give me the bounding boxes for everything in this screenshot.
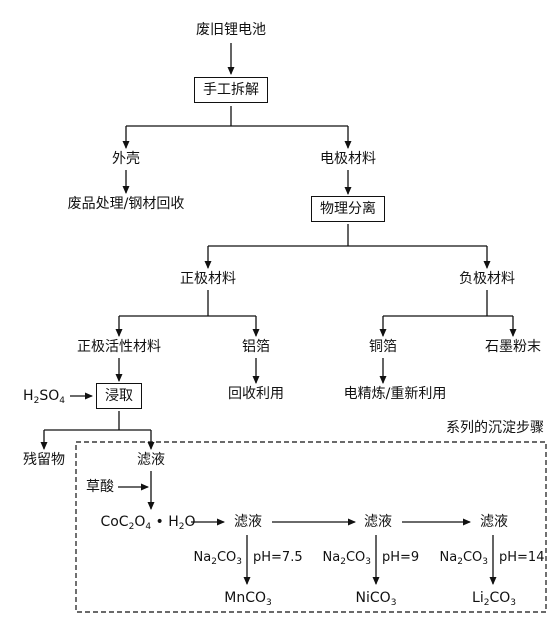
reagent-oxalic-acid: 草酸 xyxy=(86,479,114,495)
node-graphite-powder: 石墨粉末 xyxy=(485,339,541,355)
node-electro-refine: 电精炼/重新利用 xyxy=(343,386,447,402)
node-shell: 外壳 xyxy=(112,151,140,167)
node-electrode-material: 电极材料 xyxy=(320,151,376,167)
node-cathode-material: 正极材料 xyxy=(180,271,236,287)
node-residue: 残留物 xyxy=(23,452,65,468)
reagent-na2co3-mn: Na2CO3 xyxy=(193,550,242,567)
product-li2co3: Li2CO3 xyxy=(472,590,516,608)
node-filtrate-4: 滤液 xyxy=(480,514,508,530)
condition-ph-li: pH=14 xyxy=(499,550,545,565)
precipitation-region-border xyxy=(75,441,547,613)
reagent-na2co3-li: Na2CO3 xyxy=(439,550,488,567)
node-waste-treatment: 废品处理/钢材回收 xyxy=(67,196,185,212)
box-manual-dismantle: 手工拆解 xyxy=(194,77,268,103)
box-leach: 浸取 xyxy=(96,383,142,409)
node-recycle: 回收利用 xyxy=(228,386,284,402)
node-spent-battery: 废旧锂电池 xyxy=(196,22,266,38)
node-aluminum-foil: 铝箔 xyxy=(242,339,270,355)
precipitation-region-label: 系列的沉淀步骤 xyxy=(446,420,544,436)
condition-ph-ni: pH=9 xyxy=(382,550,420,565)
node-anode-material: 负极材料 xyxy=(459,271,515,287)
node-filtrate-2: 滤液 xyxy=(234,514,262,530)
reagent-h2so4: H2SO4 xyxy=(23,388,65,406)
node-copper-foil: 铜箔 xyxy=(369,339,397,355)
reagent-na2co3-ni: Na2CO3 xyxy=(322,550,371,567)
node-filtrate-3: 滤液 xyxy=(364,514,392,530)
condition-ph-mn: pH=7.5 xyxy=(253,550,303,565)
product-nico3: NiCO3 xyxy=(355,590,397,608)
node-filtrate-1: 滤液 xyxy=(137,452,165,468)
box-physical-separation: 物理分离 xyxy=(311,196,385,222)
node-cathode-active-material: 正极活性材料 xyxy=(77,339,161,355)
product-mnco3: MnCO3 xyxy=(224,590,272,608)
precipitate-coc2o4: CoC2O4 • H2O xyxy=(100,514,196,532)
